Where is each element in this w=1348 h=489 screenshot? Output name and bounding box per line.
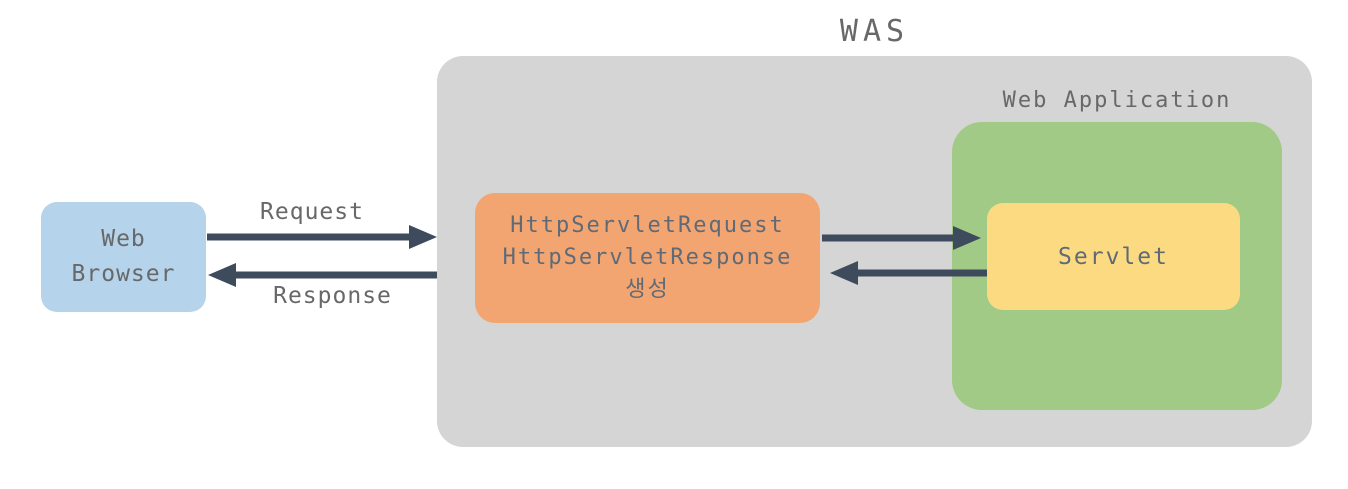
- web-application-label: Web Application: [1002, 88, 1232, 113]
- http-response-line: HttpServletResponse: [502, 245, 793, 270]
- request-arrow: [207, 225, 437, 249]
- request-label: Request: [260, 199, 364, 225]
- web-browser-label-line2: Browser: [71, 261, 176, 287]
- response-label: Response: [273, 283, 392, 309]
- web-browser-label-line1: Web: [101, 226, 146, 252]
- create-line: 생성: [625, 277, 670, 302]
- web-browser-node: Web Browser: [41, 202, 206, 312]
- was-title: WAS: [839, 14, 910, 49]
- servlet-node: Servlet: [987, 203, 1240, 310]
- web-application-box: Servlet: [952, 122, 1282, 410]
- http-objects-node: HttpServletRequest HttpServletResponse 생…: [475, 193, 820, 323]
- was-container-box: Web Application Servlet HttpServletReque…: [437, 56, 1312, 447]
- http-request-line: HttpServletRequest: [510, 213, 785, 238]
- servlet-label: Servlet: [1058, 243, 1169, 270]
